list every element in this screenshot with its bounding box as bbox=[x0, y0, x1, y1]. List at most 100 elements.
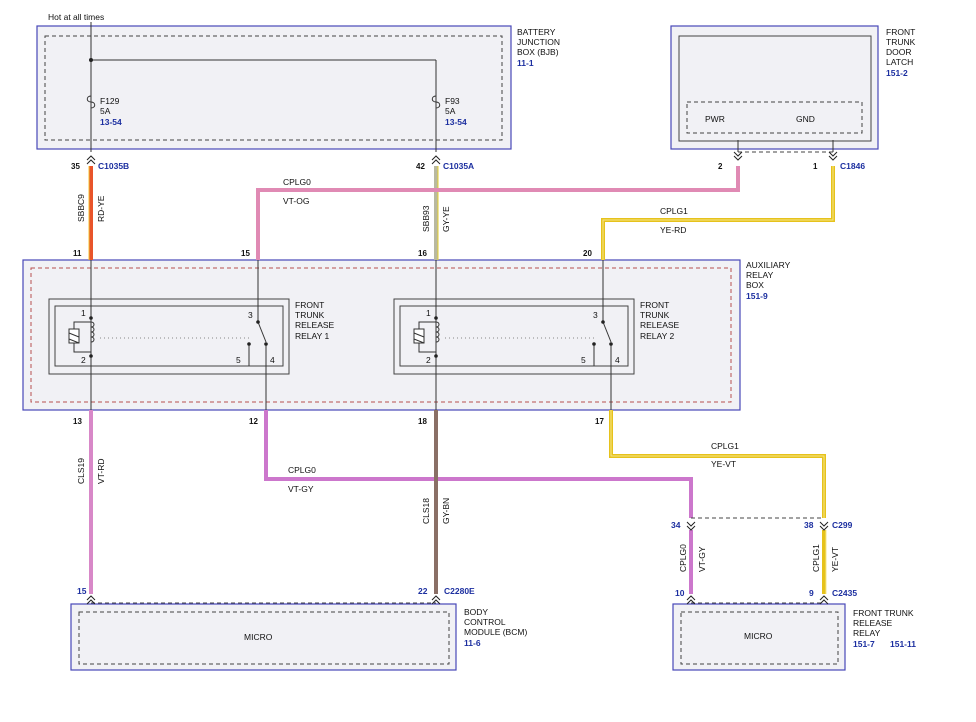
relay1-pin1: 1 bbox=[81, 308, 86, 318]
w6-color: VT-GY bbox=[288, 484, 314, 494]
w2-circuit: SBB93 bbox=[421, 205, 431, 232]
c2435-pin9: 9 bbox=[809, 588, 814, 598]
relay1-title-2: TRUNK bbox=[295, 310, 325, 320]
arb-pin-17: 17 bbox=[595, 417, 604, 426]
relay1-title-4: RELAY 1 bbox=[295, 331, 329, 341]
relay2-inner bbox=[399, 305, 629, 367]
bjb-title-2: JUNCTION bbox=[517, 37, 560, 47]
relay1-internals bbox=[68, 260, 268, 410]
c1035a-name: C1035A bbox=[443, 161, 474, 171]
latch-ref: 151-2 bbox=[886, 68, 908, 78]
relay1-pin2: 2 bbox=[81, 355, 86, 365]
relay1-pin5: 5 bbox=[236, 355, 241, 365]
ftr-ref1: 151-7 bbox=[853, 639, 875, 649]
relay2-internals bbox=[413, 260, 613, 410]
fuse-f129-name: F129 bbox=[100, 96, 120, 106]
wire-cplg1-ye-vt-stripe bbox=[610, 410, 825, 518]
latch-title-4: LATCH bbox=[886, 57, 913, 67]
relay1-outer bbox=[48, 298, 290, 375]
arb-title-3: BOX bbox=[746, 280, 764, 290]
relay1-inner bbox=[54, 305, 284, 367]
front-trunk-door-latch bbox=[670, 25, 879, 150]
bcm-micro: MICRO bbox=[244, 632, 273, 642]
c1035b-name: C1035B bbox=[98, 161, 129, 171]
ftr-title-2: RELEASE bbox=[853, 618, 893, 628]
arb-pin-20: 20 bbox=[583, 249, 592, 258]
arb-ref: 151-9 bbox=[746, 291, 768, 301]
battery-junction-box bbox=[36, 25, 512, 150]
fuse-f129-ref: 13-54 bbox=[100, 117, 122, 127]
c299-pin34: 34 bbox=[671, 520, 681, 530]
ftr-inner bbox=[680, 611, 839, 665]
relay2-title-3: RELEASE bbox=[640, 320, 680, 330]
arb-pin-11: 11 bbox=[73, 249, 82, 258]
w10-circuit: CPLG1 bbox=[811, 544, 821, 572]
fuse-f93-name: F93 bbox=[445, 96, 460, 106]
w1-circuit: SBBC9 bbox=[76, 194, 86, 222]
latch-title-3: DOOR bbox=[886, 47, 912, 57]
latch-title-1: FRONT bbox=[886, 27, 915, 37]
relay1-title-1: FRONT bbox=[295, 300, 324, 310]
bjb-ref: 11-1 bbox=[517, 58, 534, 68]
c1846-pin2: 2 bbox=[718, 162, 723, 171]
bcm-title-1: BODY bbox=[464, 607, 488, 617]
wire-cplg0-vt-gy bbox=[264, 410, 693, 518]
w7-color: GY-BN bbox=[441, 498, 451, 524]
w6-circuit: CPLG0 bbox=[288, 465, 316, 475]
bjb-title-1: BATTERY bbox=[517, 27, 556, 37]
relay2-outer bbox=[393, 298, 635, 375]
ftr-ref2: 151-11 bbox=[890, 639, 916, 649]
c2280e-name: C2280E bbox=[444, 586, 475, 596]
relay2-pin1: 1 bbox=[426, 308, 431, 318]
relay2-pin4: 4 bbox=[615, 355, 620, 365]
relay2-pin3: 3 bbox=[593, 310, 598, 320]
wire-cplg0-vt-og bbox=[256, 166, 740, 260]
w4-circuit: CPLG1 bbox=[660, 206, 688, 216]
fuse-f129-amp: 5A bbox=[100, 106, 111, 116]
bcm-ref: 11-6 bbox=[464, 638, 481, 648]
w1-color: RD-YE bbox=[96, 195, 106, 222]
arb-inner bbox=[30, 267, 732, 403]
bcm-title-2: CONTROL bbox=[464, 617, 506, 627]
latch-inner bbox=[678, 35, 872, 142]
ftr-micro: MICRO bbox=[744, 631, 773, 641]
c1035b-pin: 35 bbox=[71, 162, 80, 171]
w3-circuit: CPLG0 bbox=[283, 177, 311, 187]
relay1-title-3: RELEASE bbox=[295, 320, 335, 330]
relay2-title-2: TRUNK bbox=[640, 310, 670, 320]
arb-title-1: AUXILIARY bbox=[746, 260, 791, 270]
latch-pwr: PWR bbox=[705, 114, 725, 124]
latch-pins-box bbox=[686, 101, 863, 134]
bjb-splice bbox=[89, 58, 93, 62]
c299-pin38: 38 bbox=[804, 520, 814, 530]
relay2-pin5: 5 bbox=[581, 355, 586, 365]
w5-circuit: CLS19 bbox=[76, 458, 86, 484]
c2280e-pin15: 15 bbox=[77, 586, 87, 596]
relay2-title-1: FRONT bbox=[640, 300, 669, 310]
c2280e-pin22: 22 bbox=[418, 586, 428, 596]
relay1-pin3: 3 bbox=[248, 310, 253, 320]
front-trunk-release-relay bbox=[672, 603, 846, 671]
latch-title-2: TRUNK bbox=[886, 37, 916, 47]
fuse-f93-ref: 13-54 bbox=[445, 117, 467, 127]
w3-color: VT-OG bbox=[283, 196, 309, 206]
w9-circuit: CPLG0 bbox=[678, 544, 688, 572]
w4-color: YE-RD bbox=[660, 225, 686, 235]
bcm-inner bbox=[78, 611, 450, 665]
relay1-pin4: 4 bbox=[270, 355, 275, 365]
c1035a-pin: 42 bbox=[416, 162, 425, 171]
relay2-title-4: RELAY 2 bbox=[640, 331, 674, 341]
arb-pin-18: 18 bbox=[418, 417, 427, 426]
ftr-title-1: FRONT TRUNK bbox=[853, 608, 914, 618]
c1846-name: C1846 bbox=[840, 161, 865, 171]
arb-pin-12: 12 bbox=[249, 417, 258, 426]
c2435-name: C2435 bbox=[832, 588, 857, 598]
connector-terminals bbox=[86, 151, 838, 605]
latch-gnd: GND bbox=[796, 114, 815, 124]
w8-circuit: CPLG1 bbox=[711, 441, 739, 451]
arb-pin-15: 15 bbox=[241, 249, 250, 258]
arb-pin-13: 13 bbox=[73, 417, 82, 426]
body-control-module bbox=[70, 603, 457, 671]
w5-color: VT-RD bbox=[96, 459, 106, 485]
wire-cplg1-ye-rd-stripe bbox=[602, 166, 834, 260]
